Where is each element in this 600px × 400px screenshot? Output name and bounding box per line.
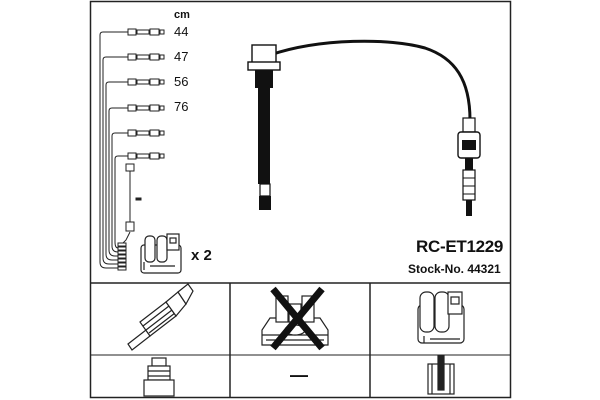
not-included-dash: — xyxy=(290,365,308,385)
lead-bundle-icon xyxy=(99,31,131,269)
lead-length-3: 56 xyxy=(174,74,189,89)
spark-plug-icon xyxy=(127,283,194,351)
lead-length-4: 76 xyxy=(174,99,189,114)
not-included-cross-icon xyxy=(270,286,325,351)
ignition-coil-large-icon xyxy=(417,291,465,344)
lead-terminals-icon xyxy=(117,28,165,271)
stock-number: Stock-No. 44321 xyxy=(408,262,501,276)
length-unit-label: cm xyxy=(174,9,190,21)
coil-terminal-icon xyxy=(427,355,455,395)
ignition-coil-icon xyxy=(140,233,182,274)
lead-length-1: 44 xyxy=(174,24,189,39)
lead-length-2: 47 xyxy=(174,49,189,64)
outer-frame xyxy=(89,0,512,399)
part-reference: RC-ET1229 xyxy=(416,237,504,256)
ignition-lead-icon xyxy=(247,39,481,216)
coil-quantity-label: x 2 xyxy=(191,247,212,264)
terminal-connector-icon xyxy=(143,357,175,397)
